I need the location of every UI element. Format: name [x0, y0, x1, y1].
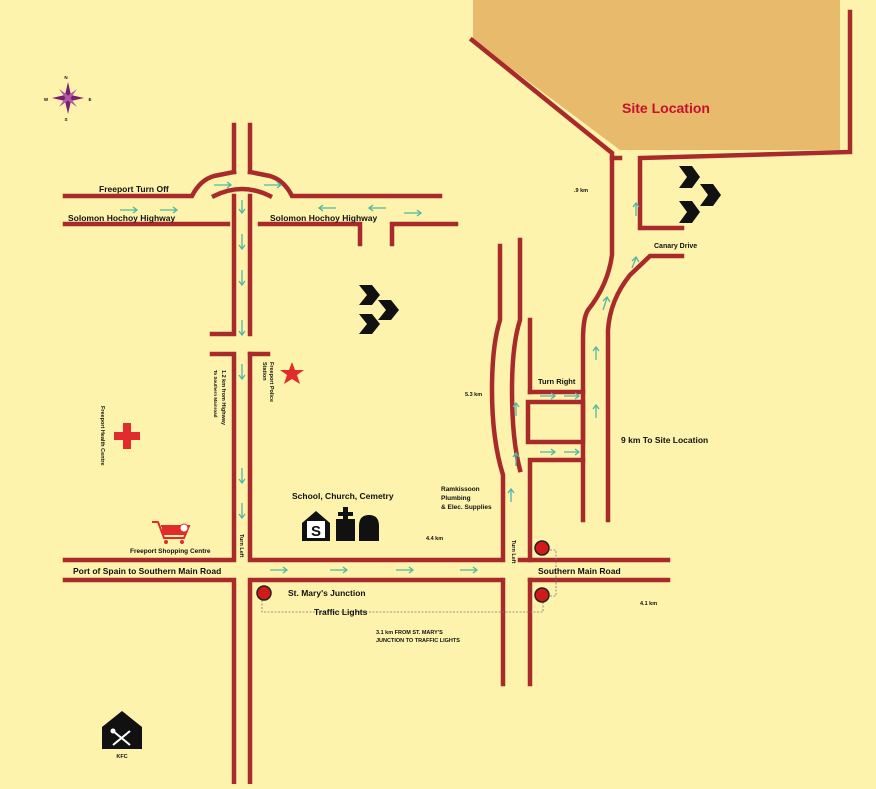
southern-main-road-label: Southern Main Road [538, 566, 621, 576]
site-location-label: Site Location [622, 100, 710, 116]
red-cross-icon [114, 423, 140, 449]
distance-5-3-label: 5.3 km [465, 392, 482, 398]
traffic-lights-label: Traffic Lights [314, 607, 368, 617]
site-location-area [473, 0, 840, 150]
site-building-markers-icon [679, 166, 721, 223]
turn-right-label: Turn Right [538, 377, 576, 386]
compass-rose-icon [52, 82, 84, 114]
ramkissoon-line3: & Elec. Supplies [441, 504, 492, 511]
turn-left-junction-label: Turn Left [510, 540, 516, 564]
distance-4-1-label: 4.1 km [640, 601, 657, 607]
traffic-lights-connector [261, 549, 557, 613]
highway-distance-line2: To Southern Mainroad [213, 370, 218, 418]
compass-south: S [64, 117, 67, 122]
restaurant-icon [102, 711, 142, 749]
tombstone-icon [359, 515, 379, 541]
church-icon [336, 507, 355, 541]
ramkissoon-line2: Plumbing [441, 495, 471, 502]
distance-4-4-label: 4.4 km [426, 536, 443, 542]
compass-east: E [88, 97, 91, 102]
canary-drive-label: Canary Drive [654, 243, 697, 250]
port-of-spain-road-label: Port of Spain to Southern Main Road [73, 566, 221, 576]
direction-arrows-icon [120, 181, 640, 574]
freeport-shopping-centre-label: Freeport Shopping Centre [130, 548, 211, 555]
freeport-turn-off-label: Freeport Turn Off [99, 184, 169, 194]
turn-left-main-label: Turn Left [238, 534, 244, 558]
kfc-label: KFC [116, 754, 127, 760]
ramkissoon-line1: Ramkissoon [441, 486, 480, 493]
police-station-line1: Freeport Police [268, 362, 274, 402]
highway-distance-line1: 1.2 km from Highway [220, 370, 226, 426]
solomon-hochoy-east-label: Solomon Hochoy Highway [270, 213, 377, 223]
compass-north: N [64, 75, 67, 80]
school-church-label: School, Church, Cemetry [292, 491, 394, 501]
health-centre-label: Freeport Health Centre [99, 406, 105, 466]
school-icon: S [302, 511, 330, 541]
nine-km-label: 9 km To Site Location [621, 435, 708, 445]
compass-west: W [44, 97, 49, 102]
school-letter: S [311, 523, 321, 540]
traffic-light-icon [256, 540, 550, 603]
road-network [62, 9, 853, 787]
stmarys-distance-line2: JUNCTION TO TRAFFIC LIGHTS [376, 638, 460, 644]
star-icon [280, 362, 304, 384]
shopping-cart-icon [152, 521, 191, 544]
police-station-line2: Station [261, 362, 267, 381]
distance-0-9-label: .9 km [574, 188, 588, 194]
st-marys-junction-label: St. Mary's Junction [288, 588, 366, 598]
stmarys-distance-line1: 3.1 km FROM ST. MARY'S [376, 630, 443, 636]
building-markers-icon [359, 285, 399, 334]
solomon-hochoy-west-label: Solomon Hochoy Highway [68, 213, 175, 223]
